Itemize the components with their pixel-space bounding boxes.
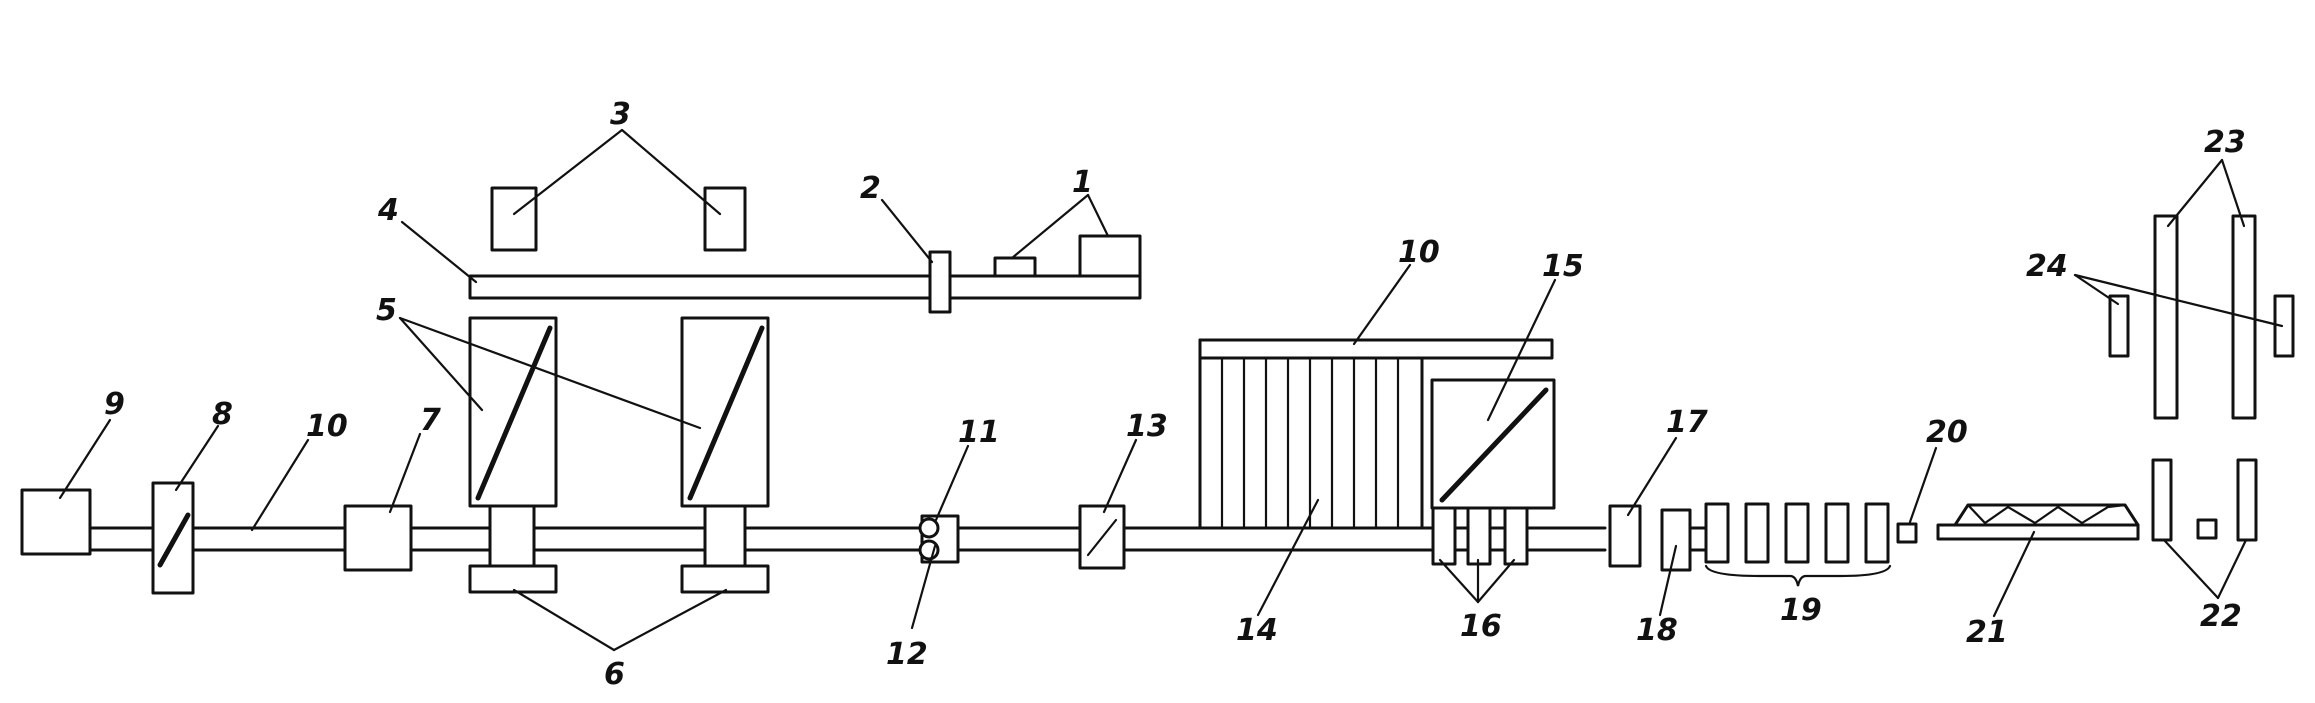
- unit-17: [1608, 504, 1642, 568]
- unit-14-drying-chamber: [1198, 338, 1424, 530]
- label-11: 11: [958, 415, 1000, 450]
- label-1: 1: [1072, 165, 1093, 200]
- label-10-upper: 10: [1398, 235, 1440, 270]
- unit-7: [343, 504, 413, 572]
- label-15: 15: [1542, 249, 1584, 284]
- unit-13: [1078, 504, 1126, 570]
- label-13: 13: [1126, 409, 1168, 444]
- label-9: 9: [104, 387, 125, 422]
- label-16: 16: [1460, 609, 1502, 644]
- unit-1-small: [993, 256, 1037, 278]
- upper-conveyor-4: [468, 274, 1142, 300]
- label-12: 12: [886, 637, 928, 672]
- unit-19: [1704, 502, 1890, 564]
- label-7: 7: [420, 403, 441, 438]
- unit-2: [928, 250, 952, 314]
- label-3: 3: [610, 97, 631, 132]
- unit-21: [1936, 503, 2140, 541]
- label-4: 4: [377, 193, 399, 228]
- label-19: 19: [1780, 593, 1822, 628]
- reference-labels: 1 2 3 4 5 6 7 8 9 10 10 11 12 13 14 15 1…: [104, 97, 2246, 692]
- label-20: 20: [1926, 415, 1968, 450]
- unit-20: [1896, 522, 1918, 544]
- leader-lines: [58, 128, 2284, 652]
- unit-6-right: [680, 504, 770, 594]
- unit-3-left: [490, 186, 538, 252]
- unit-16: [1431, 506, 1529, 566]
- label-23: 23: [2204, 125, 2246, 160]
- unit-9: [20, 488, 92, 556]
- label-17: 17: [1666, 405, 1708, 440]
- main-conveyor-10: [83, 526, 1607, 552]
- unit-22: [2151, 458, 2258, 542]
- label-24: 24: [2026, 249, 2068, 284]
- label-14: 14: [1236, 613, 1278, 648]
- label-21: 21: [1966, 615, 2008, 650]
- label-2: 2: [860, 171, 881, 206]
- unit-18: [1660, 508, 1708, 572]
- unit-5-right: [680, 316, 770, 508]
- unit-11-rollers: [918, 517, 940, 561]
- unit-6-left: [468, 504, 558, 594]
- label-8: 8: [212, 397, 233, 432]
- label-22: 22: [2200, 599, 2242, 634]
- label-5: 5: [376, 293, 397, 328]
- unit-15: [1430, 378, 1556, 510]
- label-10-main: 10: [306, 409, 348, 444]
- unit-5-left: [468, 316, 558, 508]
- upper-beam-10: [1198, 338, 1554, 360]
- unit-23: [2153, 214, 2257, 420]
- label-18: 18: [1636, 613, 1678, 648]
- unit-1-large: [1078, 234, 1142, 278]
- unit-3-right: [703, 186, 747, 252]
- unit-8: [151, 481, 195, 595]
- unit-24: [2108, 294, 2295, 358]
- label-6: 6: [604, 657, 625, 692]
